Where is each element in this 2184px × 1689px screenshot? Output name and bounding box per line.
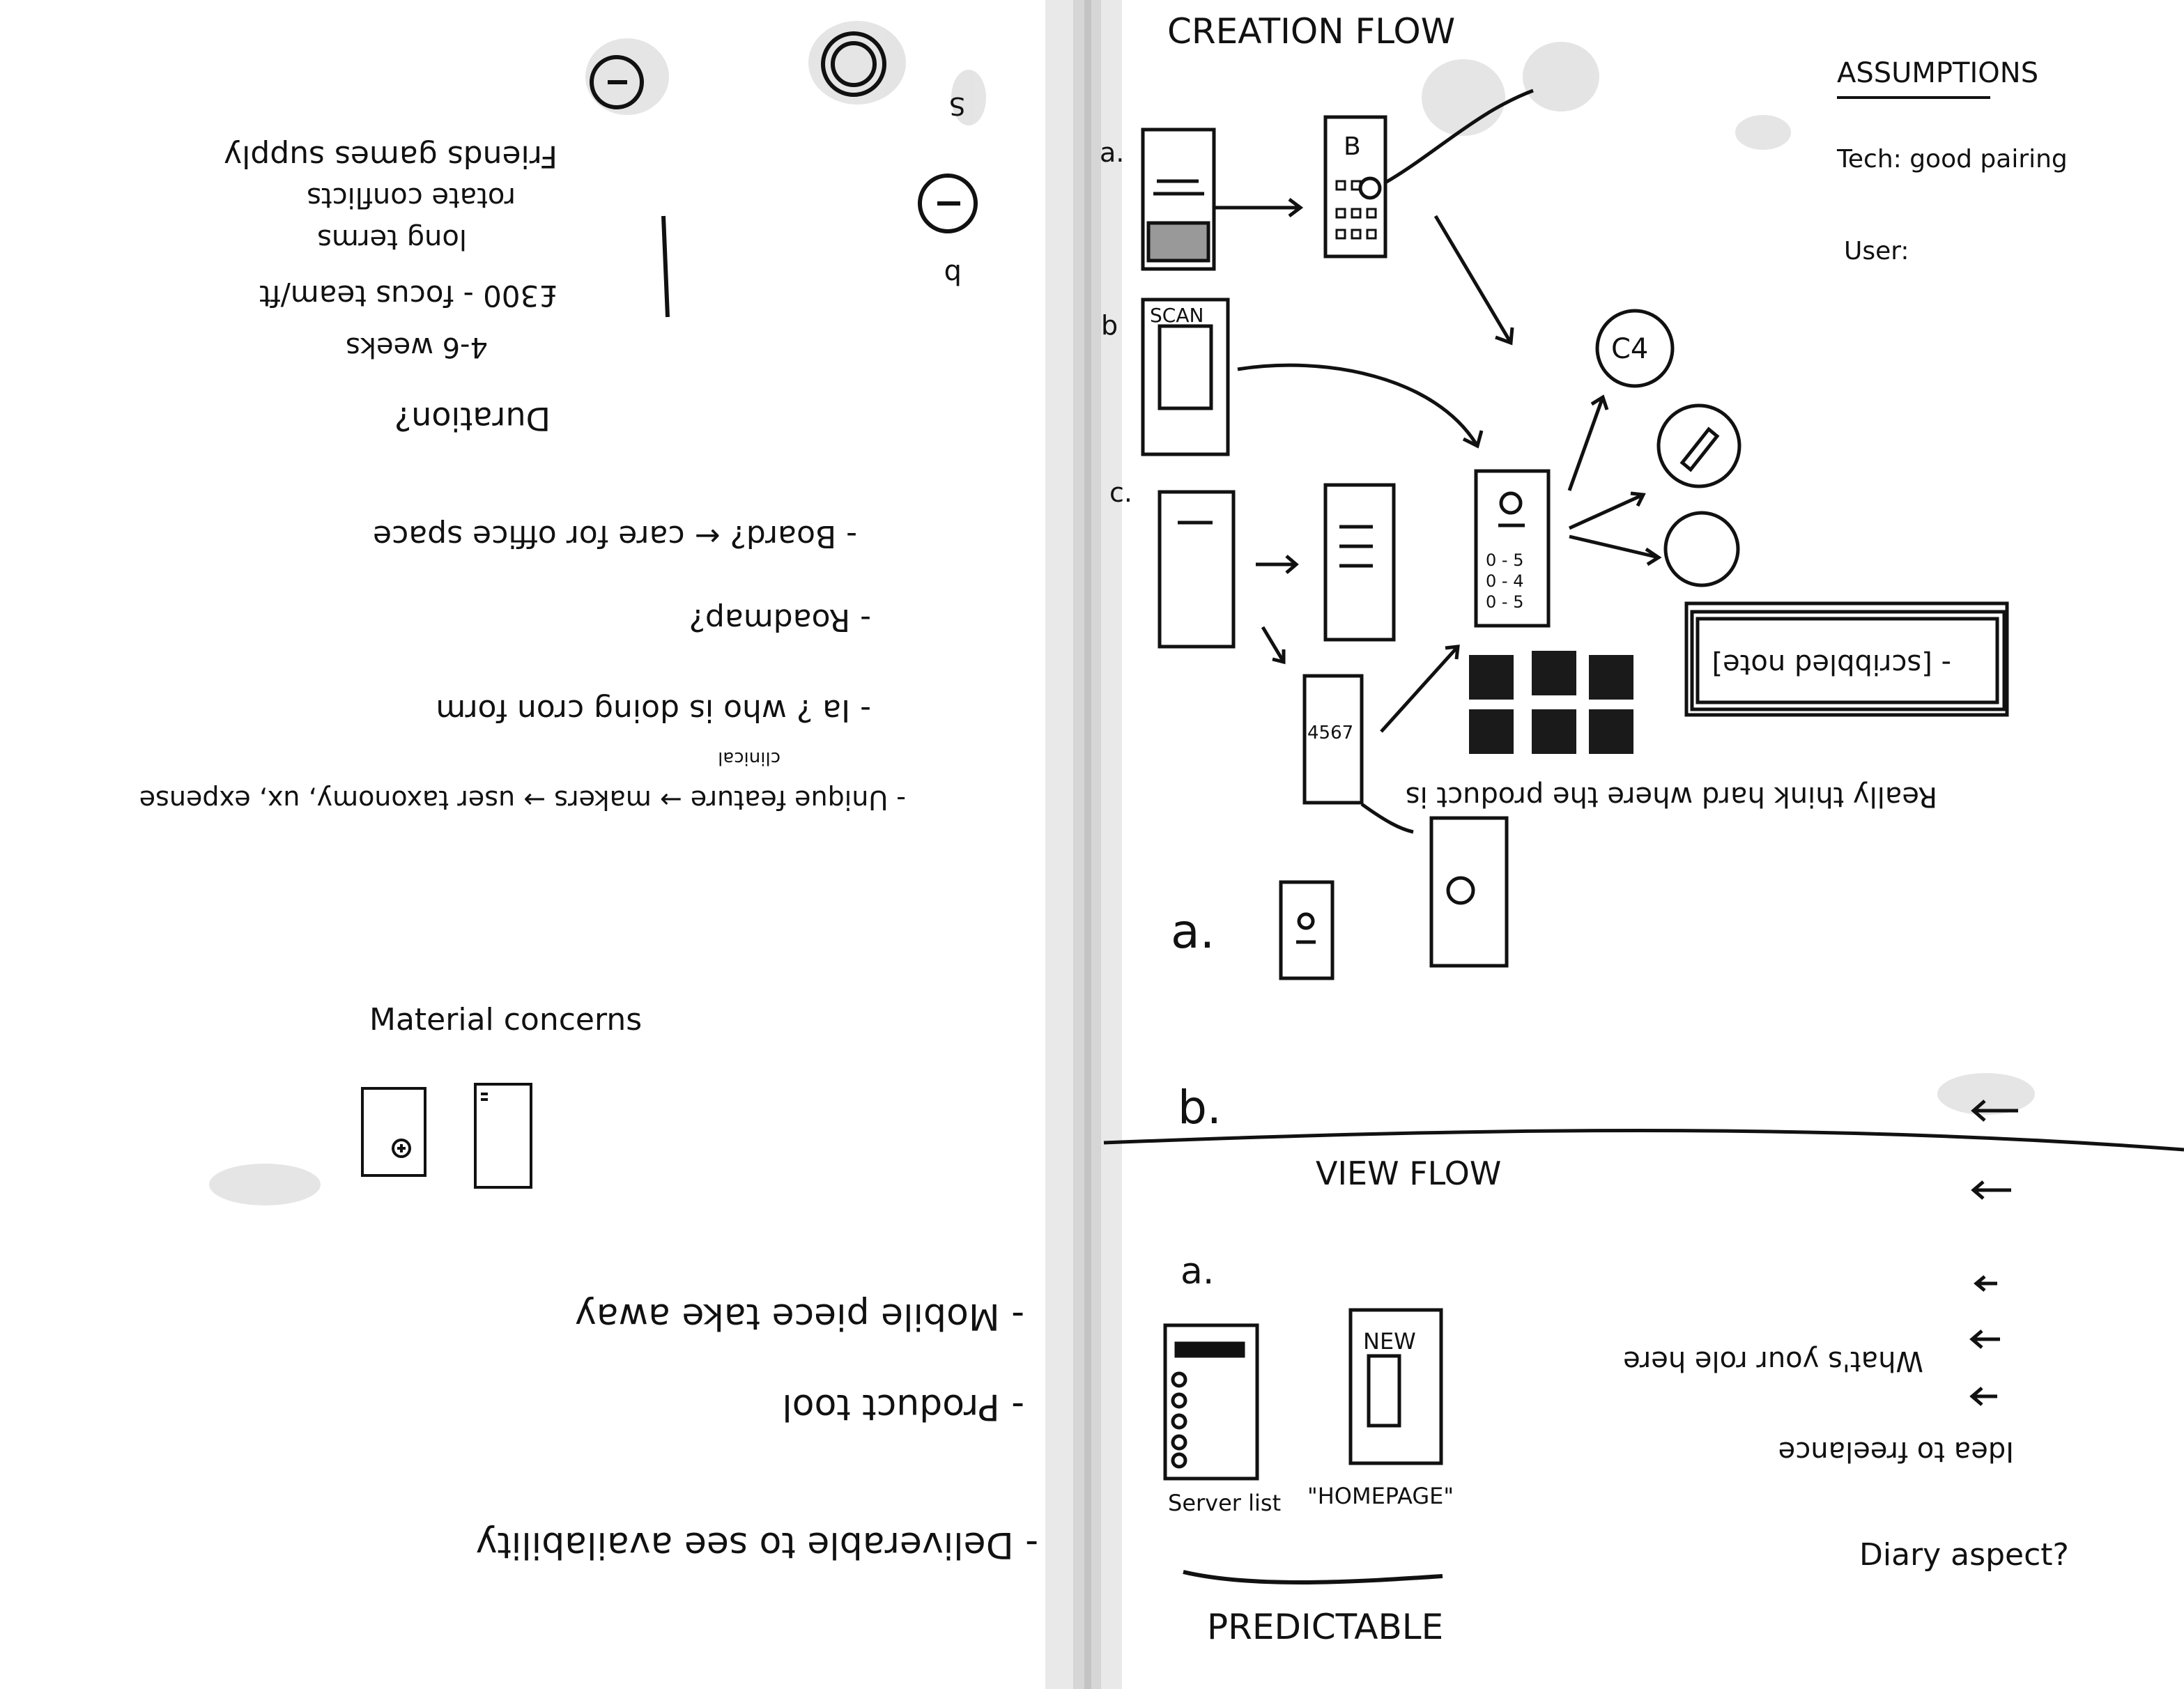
svg-text:b: b [944, 258, 962, 290]
caption-homepage: "HOMEPAGE" [1307, 1483, 1454, 1509]
left-line-6: Duration? [394, 400, 551, 438]
left-line-1: Friends games supply [224, 139, 557, 174]
view-flow-title: VIEW FLOW [1316, 1155, 1501, 1192]
left-bottom-upside-down: - Mobile piece take away - Product tool … [476, 1295, 1038, 1566]
circle-c4: C4 [1611, 333, 1648, 365]
svg-text:S: S [949, 91, 965, 120]
left-small-note: clinical [718, 748, 780, 769]
center-fold [1045, 0, 1122, 1689]
note-diary: Diary aspect? [1859, 1537, 2069, 1573]
note-idea: Idea to freelance [1778, 1435, 2014, 1467]
list-item-2: 0 - 4 [1486, 571, 1523, 591]
filled-squares [1469, 651, 1633, 754]
screen-new: NEW [1363, 1328, 1416, 1355]
note-product: Really think hard where the product is [1406, 780, 1937, 812]
assumption-user: User: [1844, 237, 1909, 265]
result-circles [1595, 309, 1741, 587]
boxed-note: - [scribbled note] [1712, 648, 1951, 680]
view-label-a: a. [1181, 1251, 1214, 1293]
flow-arrows [1214, 88, 1662, 834]
left-upside-down-notes: Friends games supply rotate conflicts lo… [139, 139, 906, 815]
left-line-4: £300 - focus team/ft [259, 279, 557, 313]
label-b1: b [1101, 310, 1118, 341]
material-concerns-label: Material concerns [369, 1002, 642, 1038]
left-bottom-3: - Deliverable to see availability [476, 1524, 1038, 1566]
label-c1: c. [1109, 477, 1132, 508]
note-what: What's your role here [1623, 1345, 1923, 1377]
section-divider [1103, 1129, 2184, 1152]
list-item-1: 0 - 5 [1486, 550, 1523, 570]
letter-b: b. [1178, 1081, 1222, 1134]
left-line-10: - Unique feature → makers → user taxonom… [139, 785, 906, 815]
material-sketch-screens [361, 1083, 532, 1189]
left-circle-marks: S b [590, 31, 978, 318]
left-line-3: long terms [317, 223, 467, 255]
assumption-tech: Tech: good pairing [1836, 145, 2068, 173]
screen-numbers: 4567 [1307, 723, 1353, 743]
caption-server-list: Server list [1168, 1490, 1281, 1516]
assumptions-title: ASSUMPTIONS [1837, 57, 2038, 89]
view-screens [1163, 1308, 1443, 1481]
left-line-9: - Ia ? who is doing cron form [436, 693, 871, 728]
letter-a: a. [1171, 904, 1215, 959]
side-arrows [1969, 1100, 2018, 1406]
label-a1: a. [1100, 137, 1124, 168]
screen-b-label: B [1344, 132, 1361, 161]
creation-flow-title: CREATION FLOW [1167, 11, 1455, 52]
left-line-5: 4-6 weeks [346, 331, 488, 363]
screen-scan-label: SCAN [1150, 304, 1203, 327]
predictable-label: PREDICTABLE [1207, 1607, 1443, 1647]
scribbled-box [1684, 601, 2009, 717]
left-bottom-2: - Product tool [782, 1386, 1024, 1428]
creation-screens [1141, 115, 1551, 980]
left-bottom-1: - Mobile piece take away [575, 1295, 1024, 1337]
list-item-3: 0 - 5 [1486, 592, 1523, 612]
predictable-underline [1183, 1570, 1443, 1585]
left-line-7: - Board? ← care for office space [373, 518, 857, 554]
left-line-8: - Roadmap? [689, 602, 871, 638]
left-line-2: rotate conflicts [307, 181, 516, 213]
